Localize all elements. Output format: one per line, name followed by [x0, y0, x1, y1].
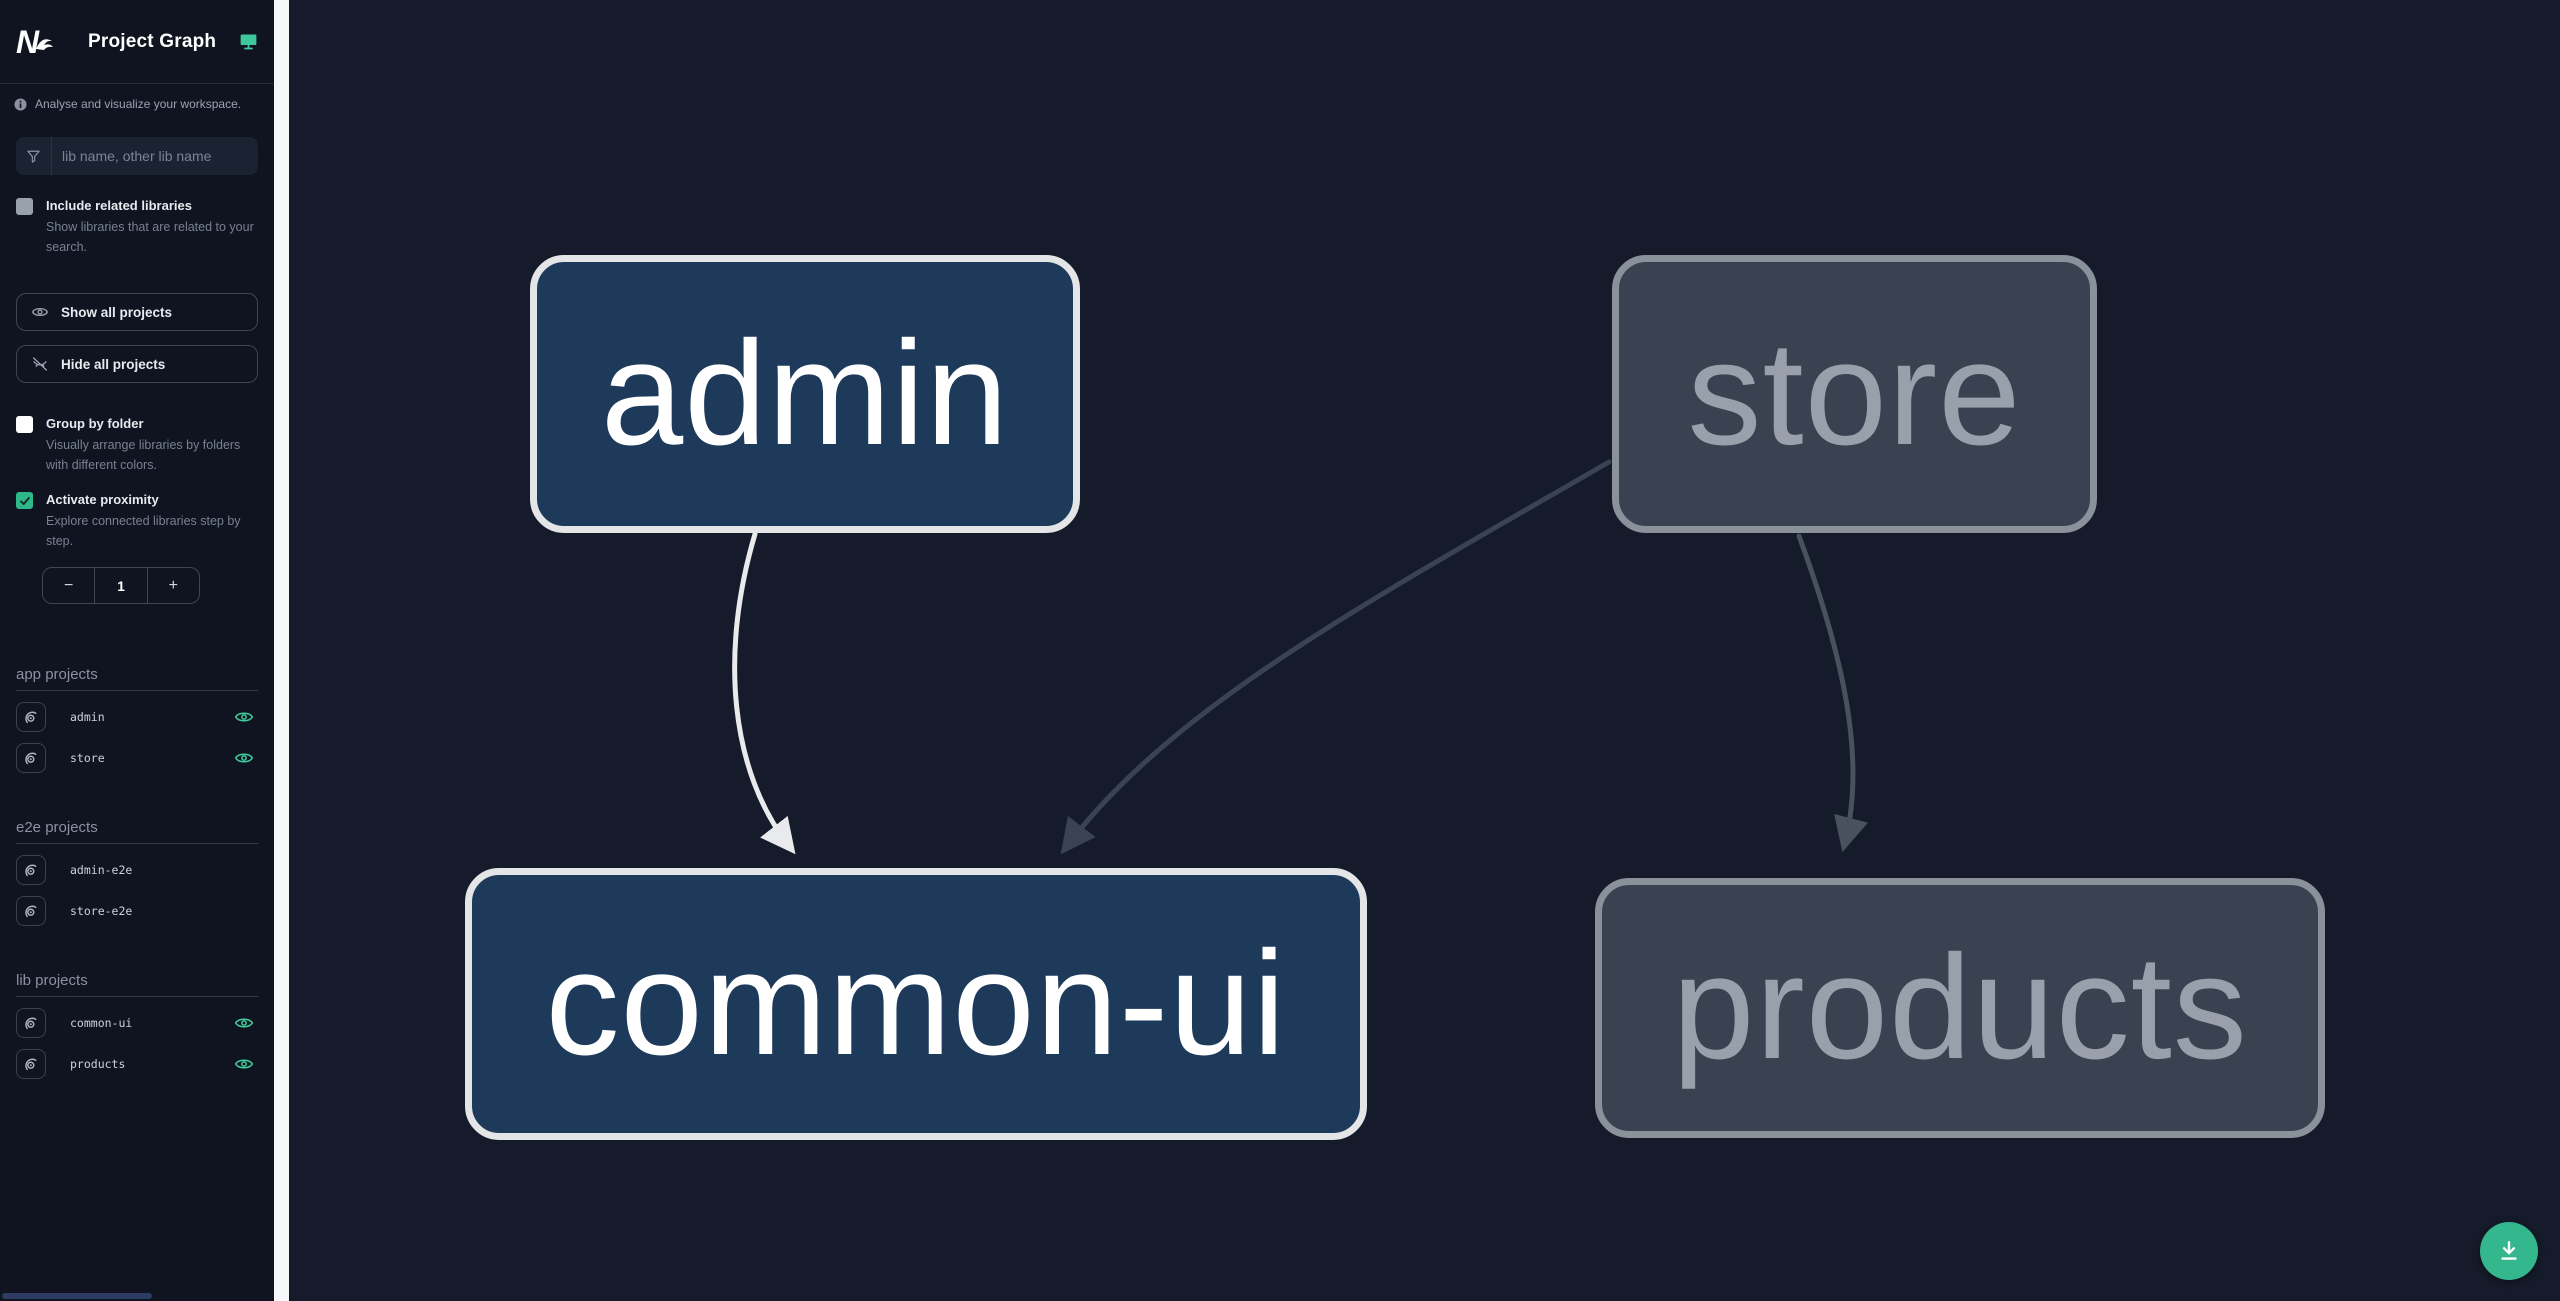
hide-all-label: Hide all projects [61, 356, 166, 372]
proximity-decrement-button[interactable]: − [43, 568, 94, 603]
section-title: e2e projects [16, 819, 258, 844]
focus-project-icon[interactable] [16, 1008, 46, 1038]
proximity-increment-button[interactable]: + [148, 568, 199, 603]
focus-project-icon[interactable] [16, 855, 46, 885]
option-description: Explore connected libraries step by step… [46, 514, 241, 548]
project-name: admin [70, 710, 105, 724]
section-e2e-projects: e2e projects admin-e2e [16, 819, 258, 926]
show-all-projects-button[interactable]: Show all projects [16, 293, 258, 331]
section-title: app projects [16, 666, 258, 691]
focus-project-icon[interactable] [16, 896, 46, 926]
section-lib-projects: lib projects common-ui [16, 972, 258, 1079]
option-description: Visually arrange libraries by folders wi… [46, 438, 241, 472]
group-by-folder-checkbox[interactable] [16, 416, 33, 433]
edge-admin-to-common-ui[interactable] [732, 531, 796, 855]
project-row-store-e2e: store-e2e [16, 896, 258, 926]
option-label: Group by folder [46, 416, 144, 431]
project-row-admin: admin [16, 702, 258, 732]
project-name: common-ui [70, 1016, 133, 1030]
eye-icon[interactable] [234, 748, 254, 768]
eye-off-icon [31, 355, 49, 373]
option-include-related: Include related libraries Show libraries… [16, 197, 258, 257]
option-group-by-folder: Group by folder Visually arrange librari… [16, 415, 258, 475]
node-label: store [1687, 311, 2022, 476]
graph-canvas[interactable]: admin store common-ui products [289, 0, 2560, 1301]
graph-node-common-ui[interactable]: common-ui [465, 868, 1367, 1140]
graph-node-products[interactable]: products [1595, 878, 2325, 1138]
tagline: Analyse and visualize your workspace. [0, 84, 274, 111]
edge-store-to-products[interactable] [1796, 533, 1869, 853]
sidebar-header: N Project Graph [0, 0, 274, 84]
sidebar: N Project Graph Analyse and vis [0, 0, 274, 1301]
project-name: admin-e2e [70, 863, 133, 877]
include-related-checkbox[interactable] [16, 198, 33, 215]
download-graph-button[interactable] [2480, 1222, 2538, 1280]
project-row-admin-e2e: admin-e2e [16, 855, 258, 885]
focus-project-icon[interactable] [16, 743, 46, 773]
option-label: Activate proximity [46, 492, 159, 507]
section-app-projects: app projects admin [16, 666, 258, 773]
focus-project-icon[interactable] [16, 1049, 46, 1079]
graph-edges [732, 459, 1869, 855]
project-row-store: store [16, 743, 258, 773]
filter-input[interactable] [52, 148, 258, 164]
option-description: Show libraries that are related to your … [46, 220, 254, 254]
option-label: Include related libraries [46, 198, 192, 213]
nx-logo: N [14, 19, 60, 65]
project-row-products: products [16, 1049, 258, 1079]
focus-project-icon[interactable] [16, 702, 46, 732]
proximity-value: 1 [94, 568, 148, 603]
eye-icon[interactable] [234, 1013, 254, 1033]
eye-icon[interactable] [234, 1054, 254, 1074]
svg-text:N: N [16, 24, 40, 60]
option-activate-proximity: Activate proximity Explore connected lib… [16, 491, 258, 551]
download-icon [2496, 1238, 2522, 1264]
section-title: lib projects [16, 972, 258, 997]
tagline-text: Analyse and visualize your workspace. [35, 97, 242, 111]
node-label: products [1672, 925, 2248, 1090]
edge-store-to-common-ui[interactable] [1060, 459, 1612, 855]
check-icon [19, 495, 31, 507]
filter-field [16, 137, 258, 175]
project-name: products [70, 1057, 126, 1071]
horizontal-scrollbar-thumb[interactable] [2, 1293, 152, 1299]
info-icon [14, 97, 27, 111]
page-title: Project Graph [88, 30, 217, 52]
eye-icon [31, 303, 49, 321]
graph-node-admin[interactable]: admin [530, 255, 1080, 533]
project-row-common-ui: common-ui [16, 1008, 258, 1038]
hide-all-projects-button[interactable]: Hide all projects [16, 345, 258, 383]
node-label: admin [600, 311, 1010, 476]
funnel-icon [16, 137, 52, 175]
sidebar-scrollbar-track[interactable] [274, 0, 289, 1301]
node-label: common-ui [545, 921, 1287, 1086]
show-all-label: Show all projects [61, 304, 173, 320]
graph-node-store[interactable]: store [1612, 255, 2097, 533]
proximity-stepper: − 1 + [42, 567, 200, 604]
project-name: store [70, 751, 105, 765]
activate-proximity-checkbox[interactable] [16, 492, 33, 509]
project-name: store-e2e [70, 904, 133, 918]
monitor-icon[interactable] [238, 31, 259, 52]
eye-icon[interactable] [234, 707, 254, 727]
